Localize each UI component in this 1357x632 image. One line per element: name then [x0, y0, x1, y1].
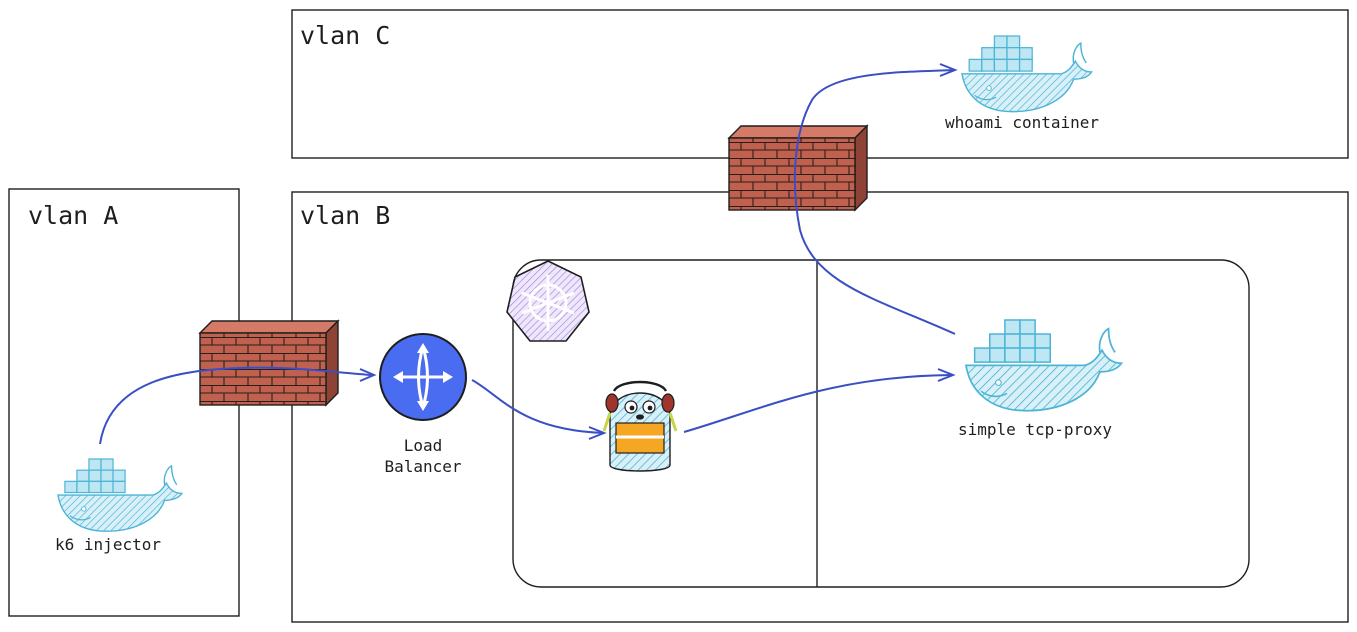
gopher-icon — [602, 380, 678, 472]
docker-whale-icon — [961, 35, 1093, 113]
load-balancer-label-line1: Load — [404, 436, 443, 455]
whoami-container-node: whoami container — [945, 35, 1099, 132]
simple-tcp-proxy-label: simple tcp-proxy — [958, 420, 1112, 439]
vlan-a-title: vlan A — [28, 201, 118, 230]
arrow-lb-to-gopher — [471, 379, 605, 434]
docker-whale-icon — [57, 458, 183, 532]
load-balancer-icon — [379, 333, 467, 421]
kubernetes-icon — [506, 260, 590, 342]
connection-arrows — [99, 63, 958, 445]
docker-whale-icon — [965, 319, 1123, 412]
simple-tcp-proxy-node: simple tcp-proxy — [958, 319, 1123, 439]
firewall-vlan-a-b — [199, 320, 339, 406]
arrow-proxy-to-whoami — [793, 69, 956, 335]
load-balancer-node: Load Balancer — [379, 333, 467, 476]
k6-injector-node: k6 injector — [55, 458, 183, 554]
load-balancer-label-line2: Balancer — [384, 457, 461, 476]
vlan-b-title: vlan B — [300, 201, 390, 230]
k6-injector-label: k6 injector — [55, 535, 161, 554]
vlan-c-title: vlan C — [300, 21, 390, 50]
kubernetes-cluster-box — [512, 259, 1250, 588]
arrow-k6-to-lb — [99, 366, 373, 445]
whoami-container-label: whoami container — [945, 113, 1099, 132]
arrow-gopher-to-proxy — [683, 374, 953, 433]
